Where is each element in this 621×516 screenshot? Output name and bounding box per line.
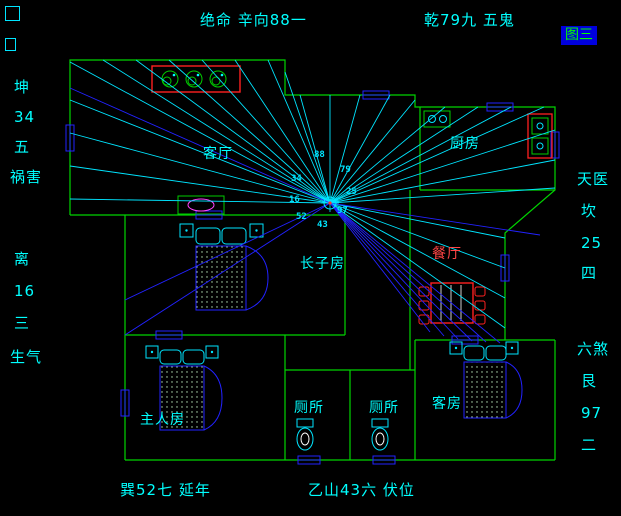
side-label: 97 — [581, 404, 603, 422]
room-label-guest: 客房 — [432, 396, 462, 412]
side-label: 生气 — [10, 348, 43, 366]
room-label-master: 主人房 — [140, 412, 185, 428]
side-label: 16 — [14, 282, 36, 300]
room-label-dining: 餐厅 — [432, 246, 462, 262]
side-label: 三 — [14, 314, 31, 332]
bed-master — [145, 345, 223, 431]
dresser — [177, 195, 225, 215]
compass-number: 16 — [289, 195, 300, 205]
corner-marker-icon — [5, 38, 16, 51]
compass-number: 25 — [346, 187, 357, 197]
compass-number: 52 — [296, 212, 307, 222]
side-label: 祸害 — [10, 168, 43, 186]
side-label: 坎 — [581, 202, 598, 220]
bed-guest — [449, 341, 523, 419]
compass-center-marker — [321, 194, 339, 212]
bagua-sight-lines-blue — [69, 87, 541, 344]
compass-number: 43 — [317, 220, 328, 230]
bagua-sight-lines — [69, 59, 556, 329]
kitchen-fixtures — [423, 110, 553, 159]
top-label-right: 乾79九 五鬼 — [424, 11, 515, 29]
compass-number: 88 — [314, 150, 325, 160]
side-label: 六煞 — [577, 340, 610, 358]
side-label: 25 — [581, 234, 603, 252]
window-markers — [65, 90, 560, 465]
side-label: 二 — [581, 436, 598, 454]
corner-marker-icon — [5, 6, 20, 21]
room-label-eldest-son: 长子房 — [300, 256, 345, 272]
top-label-left: 绝命 辛向88一 — [200, 11, 307, 29]
side-label: 四 — [581, 264, 598, 282]
compass-number: 79 — [340, 165, 351, 175]
side-label: 坤 — [14, 78, 31, 96]
room-label-kitchen: 厨房 — [450, 136, 480, 152]
compass-number: 34 — [291, 174, 302, 184]
compass-number: 97 — [337, 206, 348, 216]
toilet-fixtures — [296, 418, 389, 451]
room-label-toilet-left: 厕所 — [294, 400, 324, 416]
side-label: 34 — [14, 108, 36, 126]
room-label-living: 客厅 — [203, 146, 233, 162]
side-label: 离 — [14, 250, 31, 268]
side-label: 五 — [14, 138, 31, 156]
figure-tag: 图三 — [561, 26, 597, 45]
room-label-toilet-right: 厕所 — [369, 400, 399, 416]
walls — [69, 59, 556, 461]
side-label: 艮 — [581, 372, 598, 390]
bottom-label-right: 乙山43六 伏位 — [308, 481, 415, 499]
side-label: 天医 — [577, 170, 610, 188]
bottom-label-left: 巽52七 延年 — [120, 481, 211, 499]
bed-eldest-son — [179, 223, 269, 311]
